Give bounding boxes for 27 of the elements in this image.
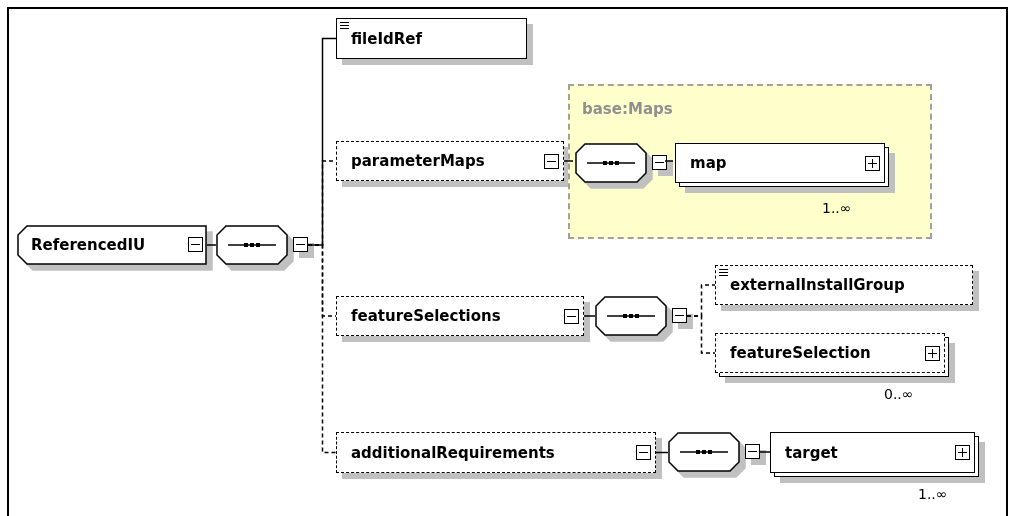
connector-line (563, 160, 574, 162)
occurrence-label: 0..∞ (884, 386, 914, 402)
element-name: featureSelections (351, 307, 501, 325)
sequence-compositor (668, 432, 760, 472)
occurrence-label: 1..∞ (918, 486, 948, 502)
element-name: target (785, 443, 838, 462)
connector-line (664, 160, 674, 162)
element-name: featureSelection (730, 344, 871, 362)
element-name: ReferencedIU (31, 236, 146, 254)
connector-line (759, 451, 771, 453)
connector-line (686, 315, 716, 354)
connector-line (307, 244, 337, 454)
connector-line (655, 451, 669, 454)
connector-line (583, 315, 596, 317)
element-name: fileIdRef (351, 29, 422, 48)
connector-line (206, 244, 217, 246)
element-name: externalInstallGroup (730, 276, 905, 294)
element-name: map (690, 154, 727, 172)
element-name: parameterMaps (351, 152, 485, 170)
element-name: additionalRequirements (351, 443, 555, 462)
occurrence-label: 1..∞ (822, 200, 852, 216)
sequence-compositor (595, 296, 687, 336)
element-box (17, 225, 207, 265)
sequence-compositor (216, 225, 308, 265)
sequence-compositor (575, 143, 667, 183)
type-group-panel (568, 84, 932, 239)
type-name: base:Maps (582, 100, 673, 118)
